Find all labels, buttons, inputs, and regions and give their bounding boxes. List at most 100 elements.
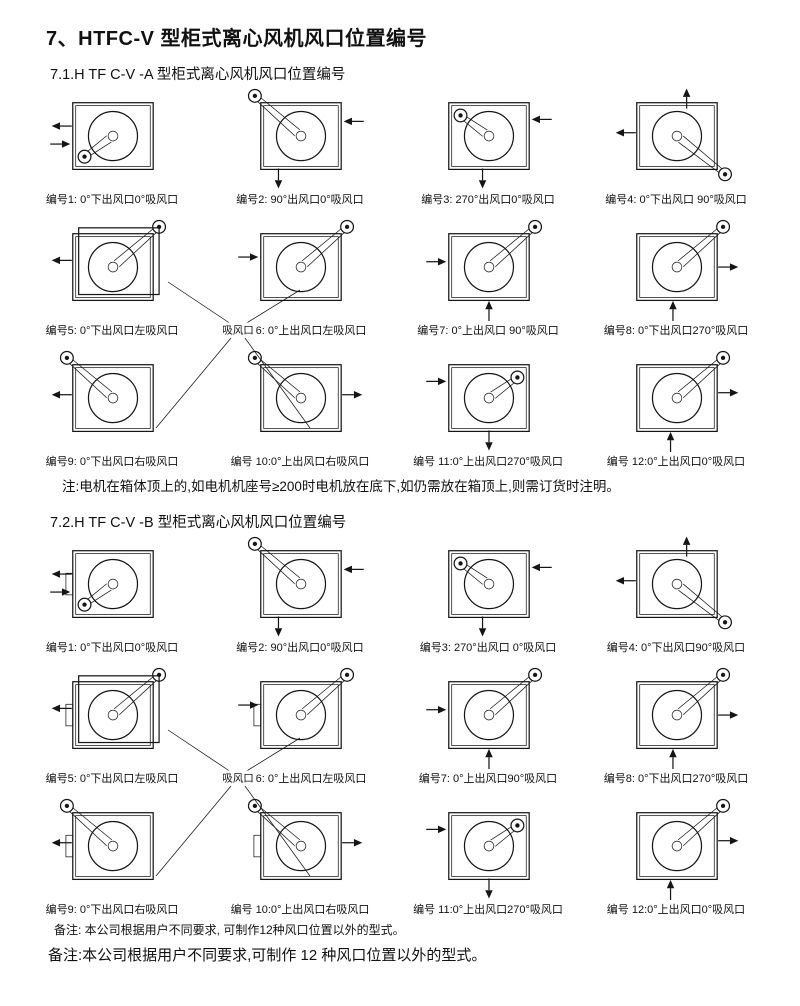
- airflow-arrow-icon: [51, 570, 72, 578]
- fan-unit-diagram: [448, 102, 552, 189]
- fan-diagram-a-10: [235, 350, 365, 452]
- fan-diagram-b-4: [611, 536, 741, 638]
- diagram-caption: 编号 12:0°上出风口0°吸风口: [606, 456, 746, 468]
- fan-diagram-cell-b-12: 编号 12:0°上出风口0°吸风口: [582, 798, 770, 917]
- diagram-caption: 编号4: 0°下出风口 90°吸风口: [605, 194, 747, 206]
- diagram-caption: 编号 11:0°上出风口270°吸风口: [413, 904, 563, 916]
- airflow-arrow-icon: [50, 140, 71, 148]
- fan-unit-diagram: [50, 550, 154, 619]
- fan-unit-diagram: [247, 88, 364, 189]
- airflow-arrow-icon: [615, 576, 636, 585]
- fan-diagram-cell-a-7: 编号7: 0°上出风口 90°吸风口: [394, 219, 582, 338]
- diagram-caption: 编号5: 0°下出风口左吸风口: [45, 773, 179, 785]
- airflow-arrow-icon: [51, 390, 72, 399]
- airflow-arrow-icon: [485, 430, 493, 451]
- diagram-caption: 编号2: 90°出风口0°吸风口: [236, 642, 364, 654]
- remark-note-big: 备注:本公司根据用户不同要求,可制作 12 种风口位置以外的型式。: [48, 947, 487, 964]
- fan-diagram-a-4: [611, 88, 741, 190]
- fan-diagram-cell-b-4: 编号4: 0°下出风口90°吸风口: [582, 536, 770, 655]
- fan-diagram-cell-b-8: 编号8: 0°下出风口270°吸风口: [582, 667, 770, 786]
- fan-diagram-cell-a-12: 编号 12:0°上出风口0°吸风口: [582, 350, 770, 469]
- fan-diagram-b-6: [235, 667, 365, 769]
- diagram-caption: 编号7: 0°上出风口 90°吸风口: [417, 325, 559, 337]
- section-7-1-heading: 7.1.H TF C-V -A 型柜式离心风机风口位置编号: [50, 67, 346, 83]
- diagram-caption: 编号1: 0°下出风口0°吸风口: [45, 642, 179, 654]
- fan-unit-diagram: [636, 798, 739, 900]
- fan-unit-diagram: [426, 364, 530, 451]
- fan-diagram-cell-b-6: 编号6: 0°上出风口左吸风口: [206, 667, 394, 786]
- diagram-caption: 编号3: 270°出风口 0°吸风口: [419, 642, 557, 654]
- fan-diagram-a-8: [611, 219, 741, 321]
- fan-diagram-b-1: [47, 536, 177, 638]
- fan-diagram-cell-b-2: 编号2: 90°出风口0°吸风口: [206, 536, 394, 655]
- diagram-caption: 编号 10:0°上出风口右吸风口: [230, 456, 370, 468]
- airflow-arrow-icon: [478, 168, 487, 189]
- airflow-arrow-icon: [478, 616, 487, 637]
- fan-diagram-a-6: [235, 219, 365, 321]
- airflow-arrow-icon: [238, 701, 259, 709]
- diagram-caption: 编号9: 0°下出风口右吸风口: [45, 456, 179, 468]
- fan-diagram-a-3: [423, 88, 553, 190]
- diagram-grid-a: 编号1: 0°下出风口0°吸风口 编号2: 90°出风口0°吸风口编号3: 270…: [18, 88, 770, 469]
- airflow-arrow-icon: [531, 563, 552, 572]
- airflow-arrow-icon: [342, 838, 363, 847]
- airflow-arrow-icon: [485, 300, 493, 321]
- airflow-arrow-icon: [274, 616, 283, 637]
- fan-diagram-a-7: [423, 219, 553, 321]
- fan-unit-diagram: [426, 812, 530, 899]
- fan-diagram-cell-b-1: 编号1: 0°下出风口0°吸风口: [18, 536, 206, 655]
- airflow-arrow-icon: [682, 88, 691, 109]
- diagram-caption: 编号6: 0°上出风口左吸风口: [233, 773, 367, 785]
- fan-diagram-a-1: [47, 88, 177, 190]
- airflow-arrow-icon: [343, 565, 364, 574]
- airflow-arrow-icon: [666, 879, 675, 900]
- page-title: 7、HTFC-V 型柜式离心风机风口位置编号: [46, 28, 427, 50]
- airflow-arrow-icon: [426, 825, 447, 834]
- fan-diagram-cell-a-1: 编号1: 0°下出风口0°吸风口: [18, 88, 206, 207]
- diagram-caption: 编号1: 0°下出风口0°吸风口: [45, 194, 179, 206]
- airflow-arrow-icon: [718, 388, 739, 397]
- fan-diagram-cell-a-8: 编号8: 0°下出风口270°吸风口: [582, 219, 770, 338]
- fan-unit-diagram: [247, 798, 363, 881]
- diagram-caption: 编号8: 0°下出风口270°吸风口: [603, 773, 749, 785]
- airflow-arrow-icon: [51, 122, 72, 130]
- airflow-arrow-icon: [485, 878, 493, 899]
- airflow-arrow-icon: [718, 263, 739, 271]
- airflow-arrow-icon: [682, 536, 691, 557]
- diagram-grid-b: 编号1: 0°下出风口0°吸风口 编号2: 90°出风口0°吸风口 编号3: 270…: [18, 536, 770, 917]
- fan-diagram-b-3: [423, 536, 553, 638]
- airflow-arrow-icon: [343, 117, 364, 126]
- fan-diagram-b-10: [235, 798, 365, 900]
- fan-unit-diagram: [50, 102, 154, 171]
- airflow-arrow-icon: [51, 256, 72, 265]
- fan-unit-diagram: [448, 550, 552, 637]
- fan-unit-diagram: [636, 667, 739, 769]
- fan-unit-diagram: [51, 798, 154, 881]
- fan-diagram-b-8: [611, 667, 741, 769]
- fan-diagram-cell-b-11: 编号 11:0°上出风口270°吸风口: [394, 798, 582, 917]
- fan-diagram-cell-a-5: 编号5: 0°下出风口左吸风口: [18, 219, 206, 338]
- airflow-arrow-icon: [51, 838, 72, 847]
- fan-diagram-cell-a-11: 编号 11:0°上出风口270°吸风口: [394, 350, 582, 469]
- section-7-1: 7.1.H TF C-V -A 型柜式离心风机风口位置编号 编号1: 0°下出风…: [18, 63, 786, 495]
- motor-note: 注:电机在箱体顶上的,如电机机座号≥200时电机放在底下,如仍需放在箱顶上,则需…: [62, 479, 620, 494]
- fan-unit-diagram: [238, 219, 355, 302]
- fan-unit-diagram: [426, 219, 543, 321]
- fan-diagram-a-11: [423, 350, 553, 452]
- fan-diagram-cell-a-6: 编号6: 0°上出风口左吸风口: [206, 219, 394, 338]
- diagram-caption: 编号 12:0°上出风口0°吸风口: [606, 904, 746, 916]
- fan-unit-diagram: [426, 667, 543, 769]
- fan-diagram-cell-a-2: 编号2: 90°出风口0°吸风口: [206, 88, 394, 207]
- fan-diagram-b-7: [423, 667, 553, 769]
- fan-diagram-a-5: [47, 219, 177, 321]
- airflow-arrow-icon: [669, 748, 677, 769]
- fan-diagram-cell-b-10: 编号 10:0°上出风口右吸风口: [206, 798, 394, 917]
- airflow-arrow-icon: [718, 836, 739, 845]
- fan-diagram-cell-a-4: 编号4: 0°下出风口 90°吸风口: [582, 88, 770, 207]
- fan-diagram-cell-b-5: 编号5: 0°下出风口左吸风口: [18, 667, 206, 786]
- fan-diagram-a-12: [611, 350, 741, 452]
- airflow-arrow-icon: [669, 300, 677, 321]
- fan-diagram-cell-a-3: 编号3: 270°出风口0°吸风口: [394, 88, 582, 207]
- airflow-arrow-icon: [615, 128, 636, 137]
